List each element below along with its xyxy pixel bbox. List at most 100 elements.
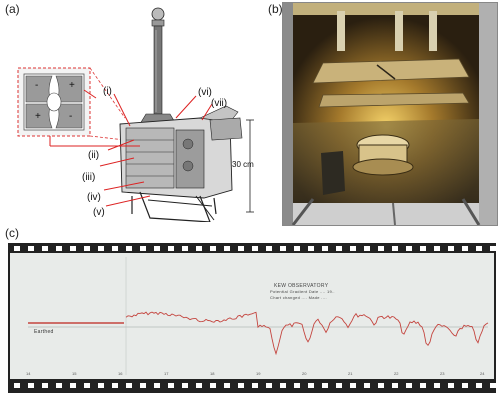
hour-mark: 23 — [440, 371, 445, 376]
potential-gradient-trace — [125, 311, 489, 356]
perforation — [392, 246, 398, 251]
instrument-stand — [131, 191, 217, 222]
callout-v: (v) — [93, 207, 105, 218]
perforation — [364, 383, 370, 388]
perforation — [420, 383, 426, 388]
perforation — [364, 246, 370, 251]
perforation — [448, 246, 454, 251]
perforation — [490, 383, 496, 388]
perforation — [56, 246, 62, 251]
callout-arrows — [49, 89, 213, 207]
hour-mark: 14 — [26, 371, 31, 376]
perforation — [322, 246, 328, 251]
perforation — [98, 246, 104, 251]
perforation — [252, 246, 258, 251]
perforation — [42, 383, 48, 388]
record-header-line-2: Potential Gradient Date .... 19.. — [270, 289, 335, 294]
perforation — [476, 383, 482, 388]
hour-mark: 16 — [118, 371, 123, 376]
perforation — [210, 383, 216, 388]
perforation — [280, 246, 286, 251]
perforation — [28, 383, 34, 388]
perforation — [266, 246, 272, 251]
perforation — [196, 246, 202, 251]
perforation — [252, 383, 258, 388]
perforation — [168, 246, 174, 251]
instrument-body — [119, 105, 243, 199]
perforation — [406, 246, 412, 251]
perforation — [84, 383, 90, 388]
perforation — [84, 246, 90, 251]
hour-mark: 19 — [256, 371, 261, 376]
callout-iv: (iv) — [87, 192, 101, 203]
perforation — [308, 246, 314, 251]
callout-i: (i) — [103, 86, 112, 97]
perforation — [126, 383, 132, 388]
perforation — [112, 246, 118, 251]
perforation — [280, 383, 286, 388]
perforation — [392, 383, 398, 388]
perforation — [336, 246, 342, 251]
perforation — [140, 246, 146, 251]
scale-bar — [246, 119, 254, 213]
hour-mark: 22 — [394, 371, 399, 376]
perforation — [224, 383, 230, 388]
perforation — [70, 383, 76, 388]
perforation — [196, 383, 202, 388]
chart-record: KEW OBSERVATORY Potential Gradient Date … — [8, 243, 496, 393]
hour-mark: 24 — [480, 371, 485, 376]
perforation — [98, 383, 104, 388]
hour-mark: 17 — [164, 371, 169, 376]
perforations — [14, 246, 496, 388]
perforation — [28, 246, 34, 251]
perforation — [294, 246, 300, 251]
perforation — [112, 383, 118, 388]
perforation — [434, 246, 440, 251]
instrument-photo-drawing — [283, 3, 497, 225]
quadrant-inset — [17, 67, 91, 137]
perforation — [42, 246, 48, 251]
hour-mark: 18 — [210, 371, 215, 376]
perforation — [238, 246, 244, 251]
perforation — [378, 383, 384, 388]
perforation — [420, 246, 426, 251]
inset-sign-top-right: + — [69, 80, 75, 91]
trace-label: Earthed — [34, 329, 54, 335]
hour-mark: 21 — [348, 371, 353, 376]
callout-vi: (vi) — [198, 87, 212, 98]
inset-sign-bottom-right: - — [69, 111, 73, 122]
perforation — [154, 246, 160, 251]
perforation — [378, 246, 384, 251]
record-header-title: KEW OBSERVATORY — [274, 283, 329, 289]
perforation — [126, 246, 132, 251]
perforation — [350, 246, 356, 251]
perforation — [14, 383, 20, 388]
perforation — [238, 383, 244, 388]
perforation — [266, 383, 272, 388]
hour-mark: 15 — [72, 371, 77, 376]
perforation — [182, 246, 188, 251]
scale-label: 30 cm — [232, 160, 254, 169]
callout-vii: (vii) — [211, 98, 228, 109]
perforation — [294, 383, 300, 388]
perforation — [322, 383, 328, 388]
perforation — [224, 246, 230, 251]
perforation — [154, 383, 160, 388]
instrument-drawing-panel: - + + - (i) (ii) (iii) (iv) (v) (vi) (vi… — [0, 0, 262, 222]
perforation — [462, 246, 468, 251]
perforation — [308, 383, 314, 388]
perforation — [462, 383, 468, 388]
inset-sign-top-left: - — [35, 80, 39, 91]
perforation — [448, 383, 454, 388]
perforation — [140, 383, 146, 388]
perforation — [406, 383, 412, 388]
perforation — [70, 246, 76, 251]
panel-label-a: (a) — [5, 2, 20, 16]
perforation — [476, 246, 482, 251]
perforation — [336, 383, 342, 388]
perforation — [490, 246, 496, 251]
perforation — [182, 383, 188, 388]
instrument-drawing — [17, 7, 254, 222]
perforation — [168, 383, 174, 388]
chart-record-strip — [8, 243, 496, 393]
